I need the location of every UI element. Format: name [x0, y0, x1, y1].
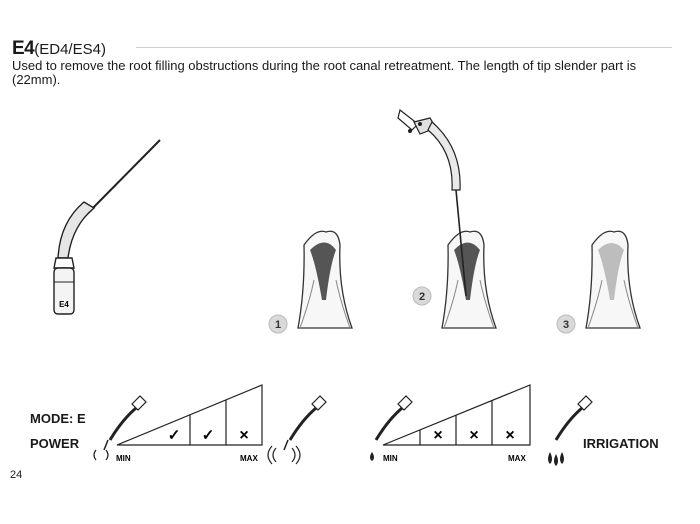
tooth-step-1: 1	[268, 230, 353, 334]
step-number-2: 2	[419, 291, 425, 303]
irrigation-max-label: MAX	[508, 454, 526, 463]
power-mark-3: ×	[239, 427, 248, 444]
tip-engraving: E4	[59, 300, 69, 309]
tip-variants: (ED4/ES4)	[34, 41, 106, 58]
handpiece-low-power-icon	[93, 395, 147, 461]
mode-label: MODE: E	[30, 411, 86, 426]
step-number-3: 3	[563, 319, 569, 331]
handpiece-high-water-icon	[548, 395, 593, 466]
description: Used to remove the root filling obstruct…	[12, 58, 637, 87]
title-row: E4(ED4/ES4)	[12, 38, 672, 59]
title-rule	[136, 47, 672, 48]
power-max-label: MAX	[240, 454, 258, 463]
tooth-step-2: 2	[397, 108, 497, 329]
power-mark-2: ✓	[202, 427, 215, 444]
scaler-tip-illustration: E4	[53, 139, 161, 315]
power-scale: ✓ ✓ × MIN MAX	[116, 384, 263, 463]
irrigation-mark-3: ×	[505, 427, 514, 444]
tip-code: E4	[12, 38, 35, 59]
power-label: POWER	[30, 436, 80, 451]
step-number-1: 1	[275, 319, 281, 331]
tooth-step-3: 3	[556, 230, 641, 334]
irrigation-mark-2: ×	[469, 427, 478, 444]
irrigation-scale: × × × MIN MAX	[382, 384, 531, 463]
handpiece-low-water-icon	[370, 395, 413, 461]
irrigation-mark-1: ×	[433, 427, 442, 444]
power-mark-1: ✓	[168, 427, 181, 444]
irrigation-label: IRRIGATION	[583, 436, 659, 451]
page-number: 24	[10, 469, 23, 481]
power-min-label: MIN	[116, 454, 131, 463]
irrigation-min-label: MIN	[383, 454, 398, 463]
handpiece-high-power-icon	[267, 395, 327, 465]
